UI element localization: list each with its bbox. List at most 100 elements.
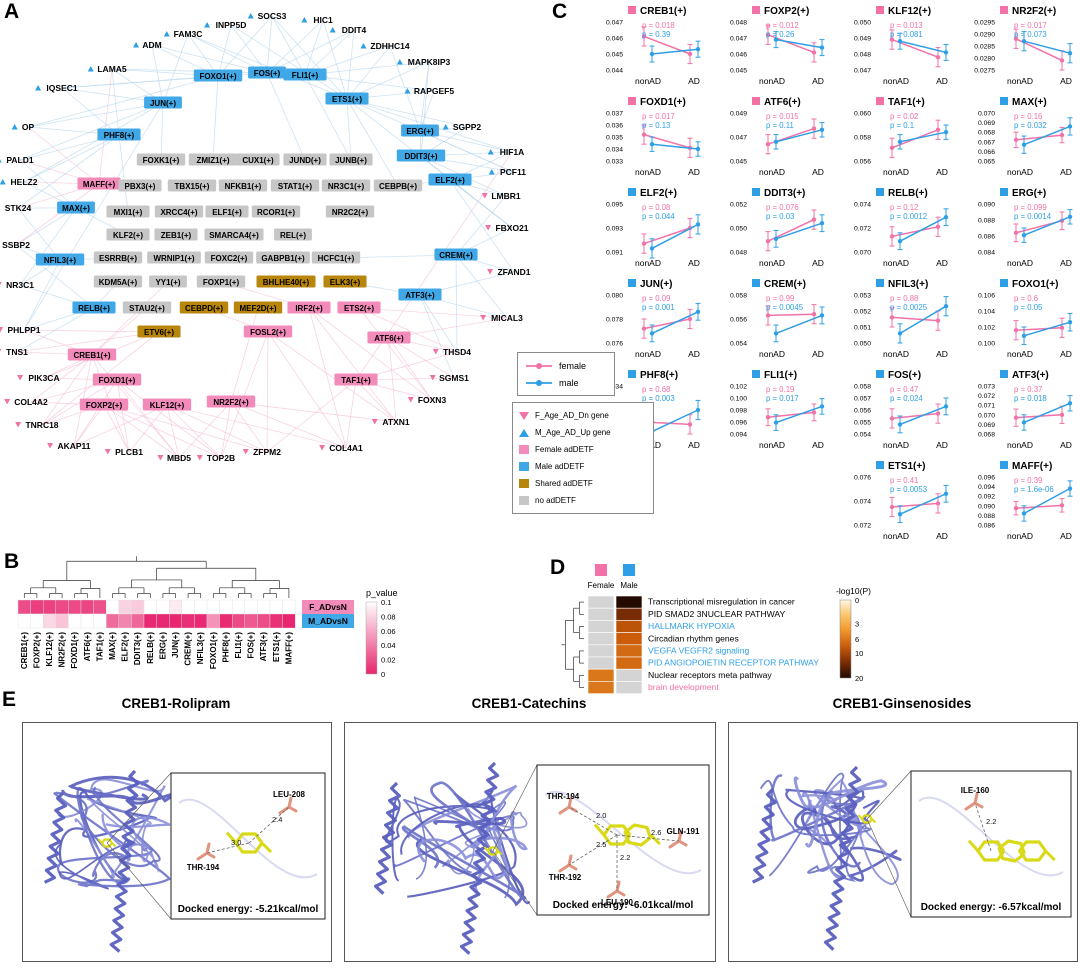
series-point [773, 37, 779, 42]
network-node-label: MBD5 [167, 453, 191, 463]
pvalue-female: p = 0.08 [642, 203, 670, 212]
y-tick-label: 0.080 [606, 293, 623, 300]
heatmap-cell [244, 599, 258, 615]
network-node-label: OP [22, 122, 35, 132]
network-edge [230, 401, 397, 423]
panel-e-label: E [2, 688, 17, 711]
network-node-label: REL(+) [280, 231, 306, 240]
subplot-title: ETS1(+) [888, 461, 926, 472]
network-edge [27, 126, 100, 185]
heatmap-cell [93, 613, 107, 629]
heatmap-cell [269, 613, 283, 629]
y-tick-label: 0.046 [606, 36, 623, 43]
inset-ribbon [178, 798, 318, 879]
network-node-label: BHLHE40(+) [263, 278, 310, 287]
network-node-label: THSD4 [443, 347, 471, 357]
y-tick-label: 0.094 [730, 432, 747, 439]
y-tick-label: 0.069 [978, 120, 995, 127]
network-node-bg [323, 275, 367, 288]
network-edge [419, 130, 514, 173]
pvalue-female: p = 0.015 [766, 112, 799, 121]
network-edge [19, 159, 77, 209]
pvalue-female: p = 0.017 [642, 112, 675, 121]
network-node-bg [287, 301, 331, 314]
x-tick-label: nonAD [1007, 167, 1033, 177]
network-edge [178, 401, 232, 459]
network-node-label: MAFF(+) [83, 180, 116, 189]
distance-label: 2.4 [272, 815, 282, 824]
network-node-label: MICAL3 [491, 313, 523, 323]
docking-panel: CREB1-Rolipram CREB1-Catechins CREB1-Gin… [0, 694, 1080, 970]
heatmap-cell [143, 613, 157, 629]
y-tick-label: 0.0285 [974, 44, 995, 51]
y-tick-label: 0.074 [854, 499, 871, 506]
network-edge [73, 404, 168, 447]
x-tick-label: nonAD [635, 258, 661, 268]
network-node-label: GABPB1(+) [261, 254, 305, 263]
distance-label: 2.0 [596, 811, 606, 820]
female-square-icon [1000, 6, 1008, 14]
female-down-triangle-icon [407, 397, 414, 403]
magnifier-line [866, 818, 912, 918]
legend-item: Male adDETF [518, 458, 648, 475]
male-up-triangle-icon [488, 169, 495, 175]
network-node-label: FOXC2(+) [211, 254, 248, 263]
x-tick-label: AD [936, 440, 948, 450]
y-tick-label: 0.056 [730, 317, 747, 324]
network-edge [91, 281, 169, 356]
pvalue-male: p = 0.032 [1014, 121, 1047, 130]
series-line [651, 409, 699, 433]
network-edge [358, 307, 433, 401]
network-edge [23, 102, 164, 183]
network-node-bg [93, 251, 143, 264]
x-tick-label: AD [936, 76, 948, 86]
distance-label: 2.2 [620, 853, 630, 862]
network-edge [230, 401, 347, 449]
series-point [1021, 39, 1027, 44]
pvalue-female: p = 0.19 [766, 385, 794, 394]
y-tick-label: 0.072 [978, 393, 995, 400]
series-point [687, 51, 693, 57]
network-node-label: ZDHHC14 [370, 41, 409, 51]
heatmap-cell [30, 599, 44, 615]
y-tick-label: 0.084 [978, 250, 995, 257]
series-point [649, 246, 655, 251]
network-node-label: LMBR1 [491, 191, 521, 201]
row-label: M_ADvsN [308, 616, 348, 626]
residue-stick [196, 842, 216, 861]
network-node-label: ETV6(+) [144, 328, 174, 337]
series-point [695, 309, 701, 314]
x-tick-label: nonAD [759, 76, 785, 86]
y-tick-label: 0.055 [854, 420, 871, 427]
heatmap-cell [105, 613, 119, 629]
pvalue-female: p = 0.88 [890, 294, 918, 303]
network-edge [116, 379, 130, 453]
network-node-bg [147, 251, 201, 264]
y-tick-label: 0.058 [730, 293, 747, 300]
pathway-label: HALLMARK HYPOXIA [648, 621, 735, 631]
network-node-label: SGPP2 [453, 122, 482, 132]
x-tick-label: nonAD [759, 167, 785, 177]
network-edge [419, 90, 435, 132]
male-up-triangle-icon [204, 22, 211, 28]
series-point [695, 222, 701, 227]
subplot-NR2F2(+): NR2F2(+)0.02750.02800.02850.02900.0295no… [974, 6, 1073, 86]
network-node-bg [106, 228, 150, 241]
female-down-triangle-icon [0, 282, 2, 286]
male-square-icon [1000, 461, 1008, 469]
male-square-icon [1000, 188, 1008, 196]
network-edge [308, 307, 397, 423]
pvalue-male: p = 0.03 [766, 212, 794, 221]
female-down-triangle-icon [4, 399, 11, 405]
series-point [819, 127, 825, 132]
heatmap-col-label: CREB1(+) [20, 632, 29, 669]
female-down-triangle-icon [196, 455, 203, 461]
y-tick-label: 0.100 [730, 396, 747, 403]
series-point [1013, 506, 1019, 511]
y-tick-label: 0.045 [730, 159, 747, 166]
heatmap-cell [68, 599, 82, 615]
up-triangle-icon [519, 429, 529, 437]
network-node-label: CEBPB(+) [379, 182, 417, 191]
series-line [891, 502, 939, 508]
